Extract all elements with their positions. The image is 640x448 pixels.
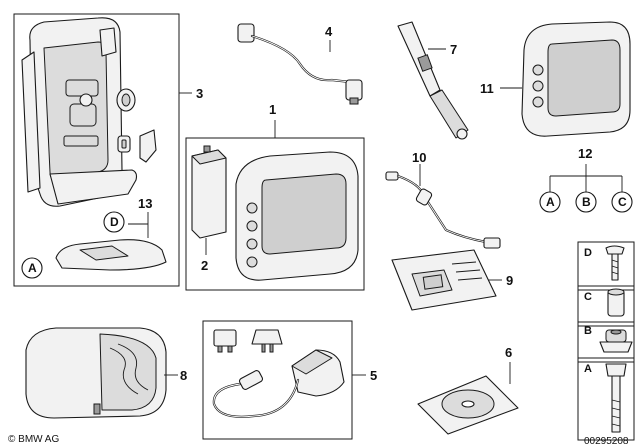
callout-5: 5 (370, 368, 377, 383)
callout-7: 7 (450, 42, 457, 57)
legend-row-a-letter: A (584, 363, 592, 375)
usb-cable-10-illustration (385, 171, 501, 249)
legend-row-a-frame (577, 357, 635, 441)
callout-8: 8 (180, 368, 187, 383)
callout-10: 10 (412, 150, 426, 165)
rubber-mount-icon (599, 329, 633, 353)
diagram-number: 00295208 (584, 436, 629, 447)
callout-1: 1 (269, 102, 276, 117)
legend-row-d-frame (577, 241, 635, 291)
navigation-device-illustration (235, 151, 359, 281)
navigation-device-11-illustration (521, 21, 631, 137)
callout-12: 12 (578, 146, 592, 161)
cd-6-illustration (417, 375, 519, 435)
legend-row-d-letter: D (584, 247, 592, 259)
callout-2: 2 (201, 258, 208, 273)
variant-b-label: B (582, 195, 591, 209)
callout-9: 9 (506, 273, 513, 288)
legend-row-b-frame (577, 321, 635, 363)
callout-13: 13 (138, 196, 152, 211)
cradle-holder-illustration (21, 17, 138, 207)
cable-4-illustration (237, 23, 363, 105)
variant-a-circle (539, 191, 561, 213)
variant-a-circle-cradle (21, 257, 43, 279)
screw-icon (605, 245, 625, 281)
group-5-frame (202, 320, 353, 440)
retaining-plate-illustration (55, 239, 167, 271)
spacer-sleeve-icon (607, 288, 625, 317)
callout-4: 4 (325, 24, 333, 39)
variant-c-circle (611, 191, 633, 213)
group-3-frame (13, 13, 180, 287)
legend-row-b-letter: B (584, 325, 592, 337)
variant-a-label: A (546, 195, 555, 209)
variant-b-circle (575, 191, 597, 213)
stylus-7-illustration (397, 21, 469, 140)
callout-11: 11 (480, 81, 494, 96)
bolt-icon (605, 363, 627, 433)
cradle-small-parts (116, 88, 157, 163)
battery-pack-illustration (191, 145, 227, 239)
callout-6: 6 (505, 345, 512, 360)
variant-d-circle (103, 211, 125, 233)
variant-c-label: C (618, 195, 627, 209)
copyright-label: © BMW AG (8, 434, 59, 445)
charger-set-5-illustration (212, 329, 345, 418)
callout-13-label: 13 (138, 196, 152, 211)
callout-3: 3 (196, 86, 203, 101)
legend-row-c-frame (577, 285, 635, 327)
carry-case-8-illustration (25, 327, 167, 419)
manual-9-illustration (391, 249, 497, 311)
variant-a-label-cradle: A (28, 261, 37, 275)
legend-row-c-letter: C (584, 291, 592, 303)
variant-d-label: D (110, 215, 119, 229)
